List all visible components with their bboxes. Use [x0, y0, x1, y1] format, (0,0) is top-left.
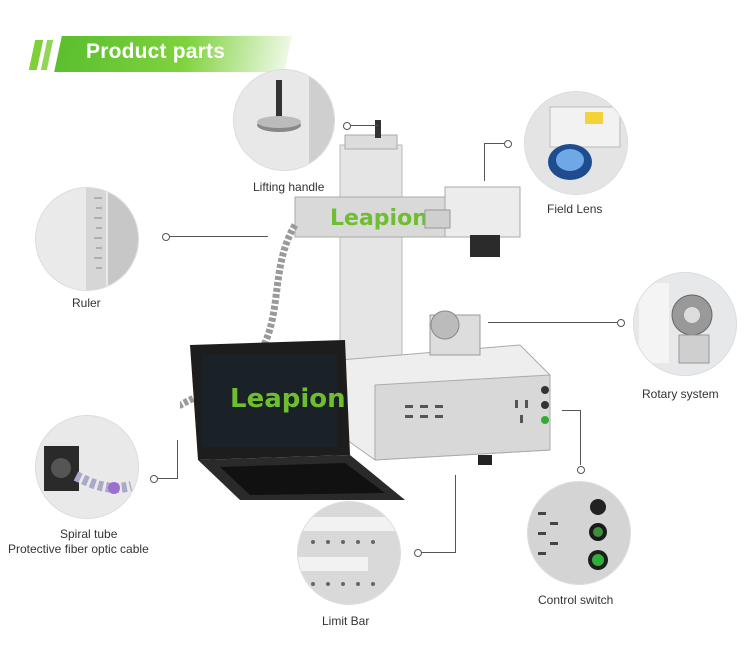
rotary-system-dot — [617, 319, 625, 327]
rotary-system-photo — [634, 273, 736, 375]
lifting-handle-dot — [343, 122, 351, 130]
spiral-tube-leader-v — [177, 440, 178, 478]
lifting-handle-leader — [350, 125, 378, 126]
lifting-handle-photo — [234, 70, 334, 170]
ruler-label: Ruler — [72, 296, 101, 310]
page-title: Product parts — [86, 40, 226, 63]
spiral-tube-label: Spiral tube — [60, 527, 118, 541]
control-switch-label: Control switch — [538, 593, 614, 607]
arm-logo: Leapion — [330, 206, 428, 231]
limit-bar-leader-h — [420, 552, 456, 553]
control-switch-leader-v — [580, 410, 581, 465]
field-lens-leader-v — [484, 143, 485, 181]
limit-bar-leader-v — [455, 475, 456, 553]
ruler-dot — [162, 233, 170, 241]
fiber-cable-label: Protective fiber optic cable — [8, 542, 149, 556]
rotary-system-leader — [488, 322, 618, 323]
field-lens-leader-h — [484, 143, 506, 144]
limit-bar-dot — [414, 549, 422, 557]
field-lens-photo — [525, 92, 627, 194]
field-lens-dot — [504, 140, 512, 148]
spiral-tube-photo — [36, 416, 138, 518]
control-switch-leader-h — [562, 410, 580, 411]
screen-logo: Leapion — [230, 384, 346, 414]
field-lens-label: Field Lens — [547, 202, 603, 216]
ruler-photo — [36, 188, 138, 290]
lifting-handle-label: Lifting handle — [253, 180, 325, 194]
limit-bar-photo — [298, 502, 400, 604]
spiral-tube-dot — [150, 475, 158, 483]
laser-marking-machine: Leapion Leapion — [180, 120, 551, 500]
control-switch-dot — [577, 466, 585, 474]
spiral-tube-leader-h — [156, 478, 178, 479]
rotary-system-label: Rotary system — [642, 387, 719, 401]
limit-bar-label: Limit Bar — [322, 614, 370, 628]
control-switch-photo — [528, 482, 630, 584]
ruler-leader — [168, 236, 268, 237]
